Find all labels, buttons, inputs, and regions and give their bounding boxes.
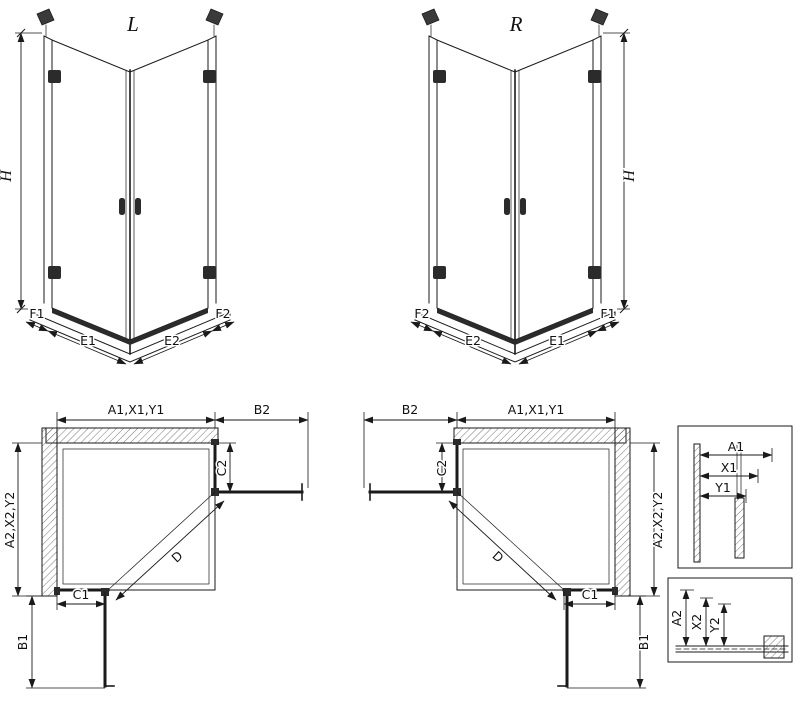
door-dim-label: B2: [402, 402, 419, 417]
hinge-icon: [48, 70, 61, 83]
wall-hatch: [693, 443, 701, 563]
plan-dims-left: [12, 412, 309, 689]
variant-right-label: R: [509, 12, 523, 36]
height-dim-left: [15, 28, 42, 314]
wall-bracket-icon: [421, 8, 440, 26]
detail-dim-label: Y1: [714, 480, 731, 495]
profile-section: [734, 497, 745, 559]
hinge-icon: [433, 266, 446, 279]
segment-label: E1: [80, 333, 96, 348]
diagonal-dim-label: D: [168, 548, 185, 566]
segment-label: E2: [164, 333, 180, 348]
width-dim-label: A1,X1,Y1: [108, 402, 165, 417]
variant-left-label: L: [126, 12, 139, 36]
door-handle-icon: [520, 198, 526, 215]
detail-dim-label: X2: [689, 614, 704, 631]
door-handle-icon: [504, 198, 510, 215]
segment-label: E2: [465, 333, 481, 348]
detail-dim-label: Y2: [707, 617, 722, 634]
wall-bracket-icon: [211, 439, 219, 445]
segment-label: F1: [29, 306, 44, 321]
door-handle-icon: [135, 198, 141, 215]
door-dim-label: B2: [254, 402, 271, 417]
detail-dim-label: X1: [721, 460, 738, 475]
wall-bracket-icon: [54, 587, 60, 595]
wall-bracket-icon: [205, 8, 224, 26]
tray-dims-left: [25, 321, 235, 365]
wall-bracket-icon: [590, 8, 609, 26]
tray-dims-right: [410, 321, 620, 365]
wall-hatch: [614, 427, 631, 597]
hinge-icon: [433, 70, 446, 83]
detail-dim-label: A1: [728, 439, 745, 454]
fixed-dim-label: C2: [214, 460, 229, 477]
segment-label: E1: [549, 333, 565, 348]
height-label-left: H: [0, 169, 15, 183]
enclosure-3d-right: [414, 8, 616, 363]
wall-hatch: [41, 427, 58, 597]
fixed-dim-label: C1: [582, 587, 599, 602]
wall-hatch: [45, 427, 219, 444]
hinge-icon: [48, 266, 61, 279]
detail-box-bottom: [667, 577, 793, 663]
detail-box-top: [677, 425, 793, 569]
hinge-icon: [203, 70, 216, 83]
door-handle-icon: [119, 198, 125, 215]
height-label-right: H: [621, 169, 638, 183]
fixed-dim-label: C1: [73, 587, 90, 602]
segment-label: F2: [215, 306, 230, 321]
door-dim-label: B1: [15, 634, 30, 651]
wall-bracket-icon: [612, 587, 618, 595]
height-dim-right: [603, 28, 630, 314]
hinge-icon: [588, 70, 601, 83]
detail-dim-label: A2: [669, 610, 684, 627]
enclosure-3d-left: [29, 8, 231, 363]
depth-dim-label: A2,X2,Y2: [2, 492, 17, 549]
hinge-icon: [588, 266, 601, 279]
depth-dim-label: A2,X2,Y2: [650, 492, 665, 549]
diagonal-dim-label: D: [489, 548, 506, 566]
fixed-dim-label: C2: [434, 460, 449, 477]
hinge-icon: [563, 588, 571, 596]
wall-hatch: [453, 427, 627, 444]
segment-label: F2: [414, 306, 429, 321]
wall-bracket-icon: [453, 439, 461, 445]
width-dim-label: A1,X1,Y1: [508, 402, 565, 417]
hinge-icon: [203, 266, 216, 279]
plan-dims-right: [363, 412, 660, 689]
door-dim-label: B1: [636, 634, 651, 651]
segment-label: F1: [600, 306, 615, 321]
wall-bracket-icon: [36, 8, 55, 26]
profile-section: [763, 635, 785, 659]
